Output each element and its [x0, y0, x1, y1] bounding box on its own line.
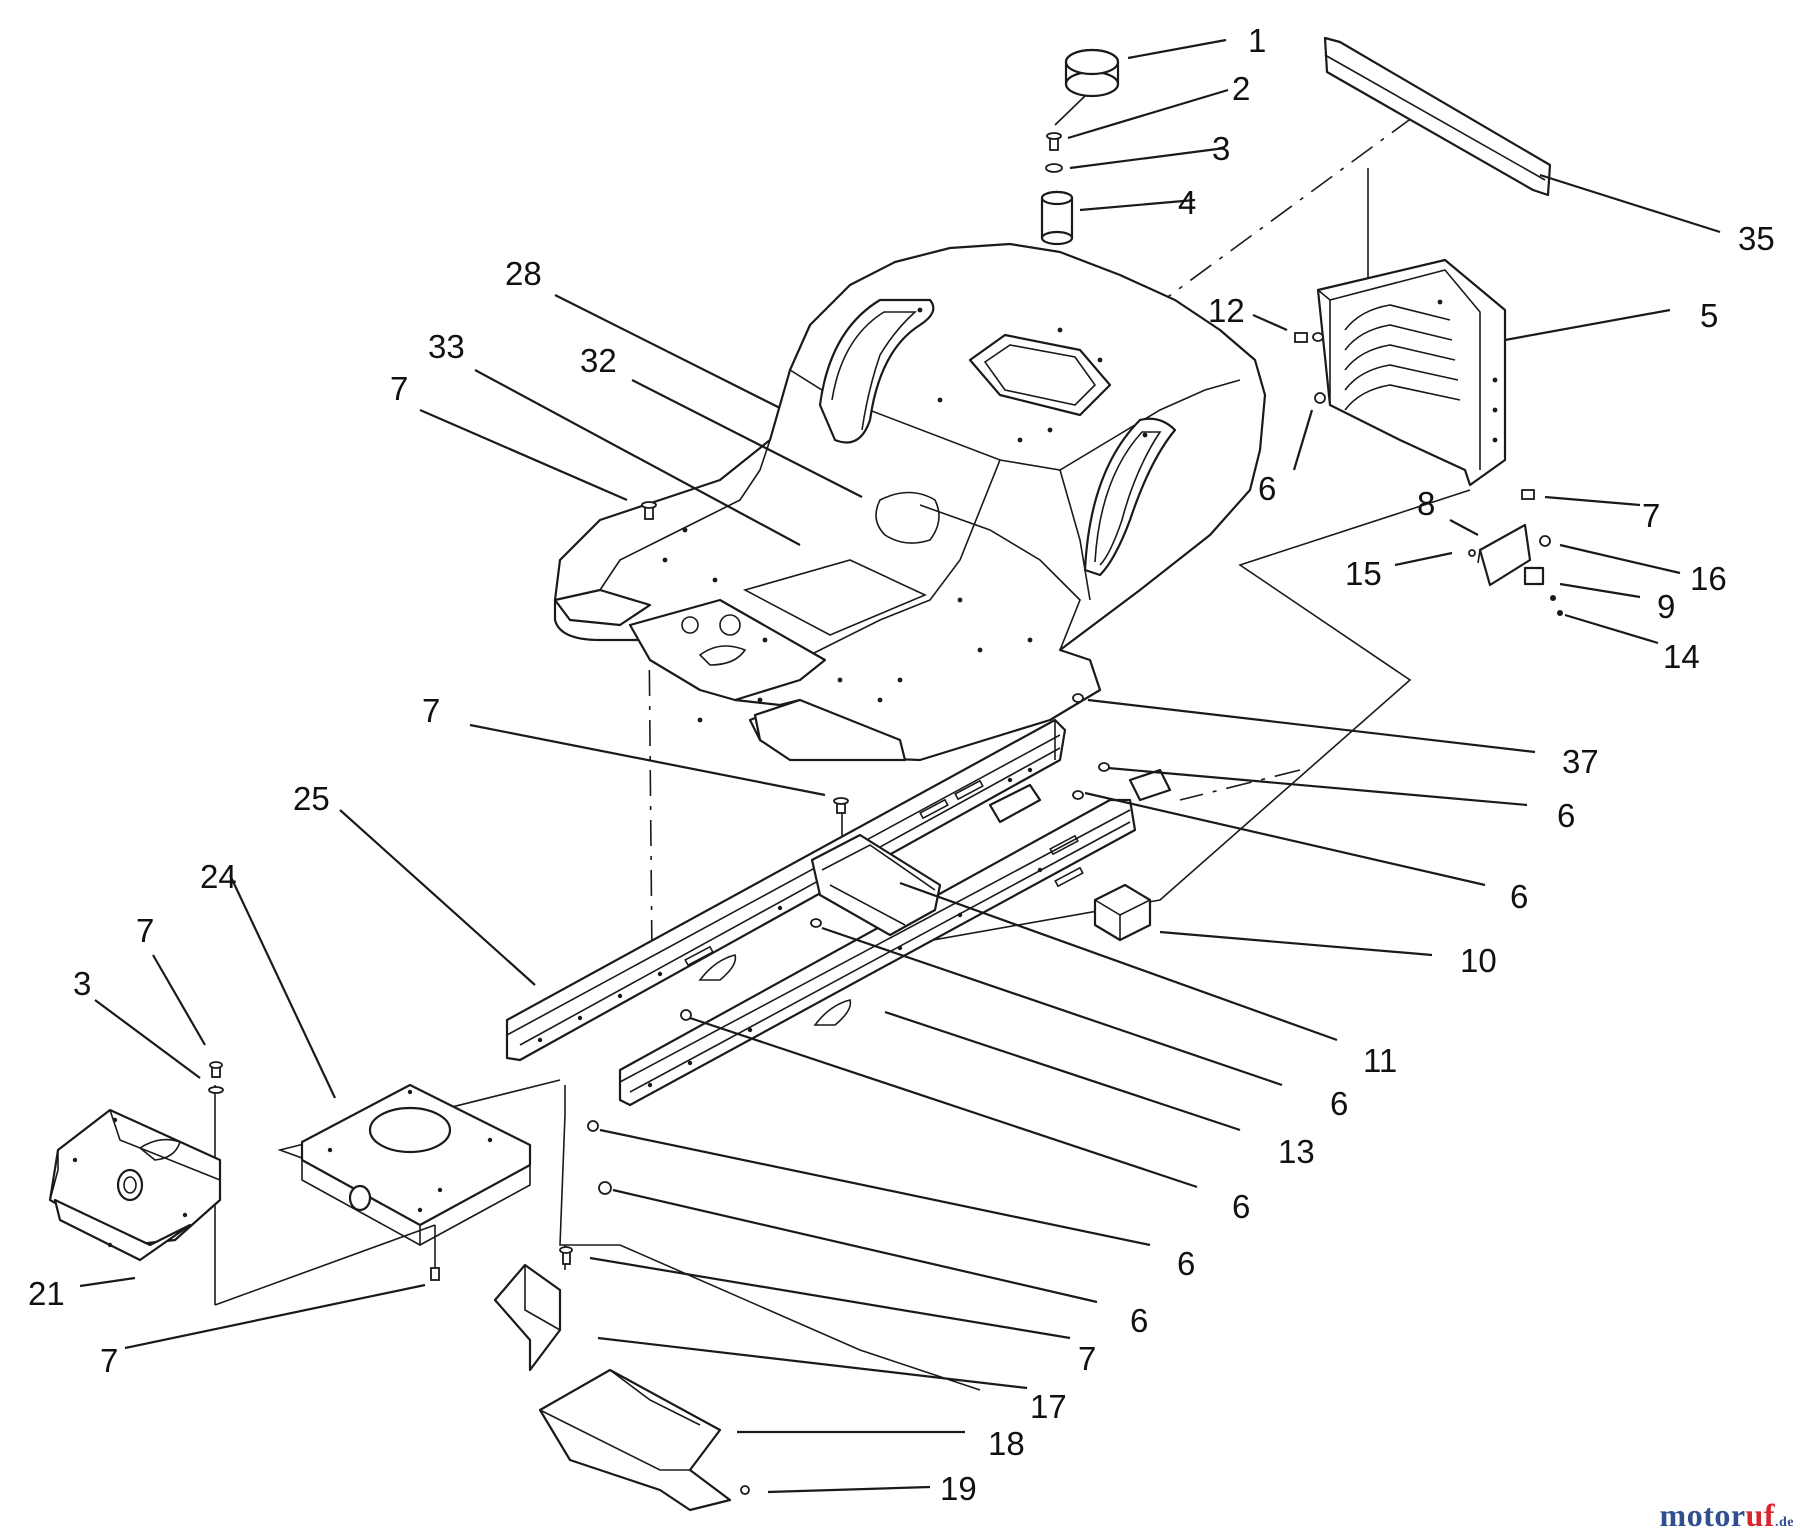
- callout-35: 35: [1738, 220, 1775, 257]
- callout-4: 4: [1178, 184, 1196, 221]
- rail-bracket-part: [988, 768, 1172, 824]
- callout-17: 17: [1030, 1388, 1067, 1425]
- callout-7: 7: [100, 1342, 118, 1379]
- callout-10: 10: [1460, 942, 1497, 979]
- watermark-part1: motor: [1659, 1497, 1746, 1533]
- callout-6: 6: [1177, 1245, 1195, 1282]
- cover-17-part: [493, 1263, 562, 1372]
- callout-16: 16: [1690, 560, 1727, 597]
- callout-7: 7: [422, 692, 440, 729]
- callout-5: 5: [1700, 297, 1718, 334]
- callout-6: 6: [1510, 878, 1528, 915]
- callout-14: 14: [1663, 638, 1700, 675]
- callout-28: 28: [505, 255, 542, 292]
- callout-32: 32: [580, 342, 617, 379]
- callout-13: 13: [1278, 1133, 1315, 1170]
- mount-plate-holes: [327, 1089, 493, 1213]
- callout-11: 11: [1363, 1042, 1397, 1079]
- watermark-logo: motoruf.de: [1660, 1497, 1794, 1534]
- callout-7: 7: [136, 912, 154, 949]
- callout-33: 33: [428, 328, 465, 365]
- callout-24: 24: [200, 858, 237, 895]
- callout-7: 7: [390, 370, 408, 407]
- rear-cover-part: [1316, 258, 1507, 487]
- callout-37: 37: [1562, 743, 1599, 780]
- mount-plate-part: [300, 1083, 532, 1247]
- front-shield-part: [48, 1108, 222, 1262]
- callout-6: 6: [1258, 470, 1276, 507]
- screw-washer-part: [1045, 132, 1063, 173]
- sleeve-part: [1040, 190, 1074, 246]
- callout-8: 8: [1417, 485, 1435, 522]
- callout-6: 6: [1232, 1188, 1250, 1225]
- callout-2: 2: [1232, 70, 1250, 107]
- rail-part: [1323, 36, 1552, 197]
- front-shield-holes: [72, 1117, 188, 1248]
- callout-18: 18: [988, 1425, 1025, 1462]
- cover-hardware: [1294, 332, 1535, 500]
- callout-7: 7: [1078, 1340, 1096, 1377]
- watermark-part2: uf: [1745, 1497, 1775, 1533]
- callout-1: 1: [1248, 22, 1266, 59]
- callout-7: 7: [1642, 497, 1660, 534]
- leader-lines: [79, 38, 1721, 1494]
- callout-3: 3: [1212, 130, 1230, 167]
- callout-6: 6: [1557, 797, 1575, 834]
- callout-9: 9: [1657, 588, 1675, 625]
- callout-19: 19: [940, 1470, 977, 1507]
- shield-18-part: [538, 1368, 732, 1512]
- knob-part: [1054, 48, 1120, 126]
- frame-fasteners: [208, 501, 1110, 1495]
- bracket-10-part: [1093, 883, 1152, 942]
- seat-pan-part: [553, 242, 1267, 762]
- callout-6: 6: [1330, 1085, 1348, 1122]
- switch-bracket-part: [1468, 523, 1563, 616]
- watermark-part3: .de: [1775, 1515, 1794, 1530]
- cross-member-part: [810, 833, 942, 937]
- callout-15: 15: [1345, 555, 1382, 592]
- callout-numbers: 1 2 3 4 35 28 33 32 7 12 5 6 7 8 15 16 9…: [28, 22, 1775, 1507]
- seat-pan-holes: [662, 307, 1148, 723]
- callout-6: 6: [1130, 1302, 1148, 1339]
- left-frame-rail-part: [505, 718, 1067, 1062]
- callout-21: 21: [28, 1275, 65, 1312]
- callout-25: 25: [293, 780, 330, 817]
- callout-3: 3: [73, 965, 91, 1002]
- right-rail-holes: [647, 867, 1043, 1088]
- callout-12: 12: [1208, 292, 1245, 329]
